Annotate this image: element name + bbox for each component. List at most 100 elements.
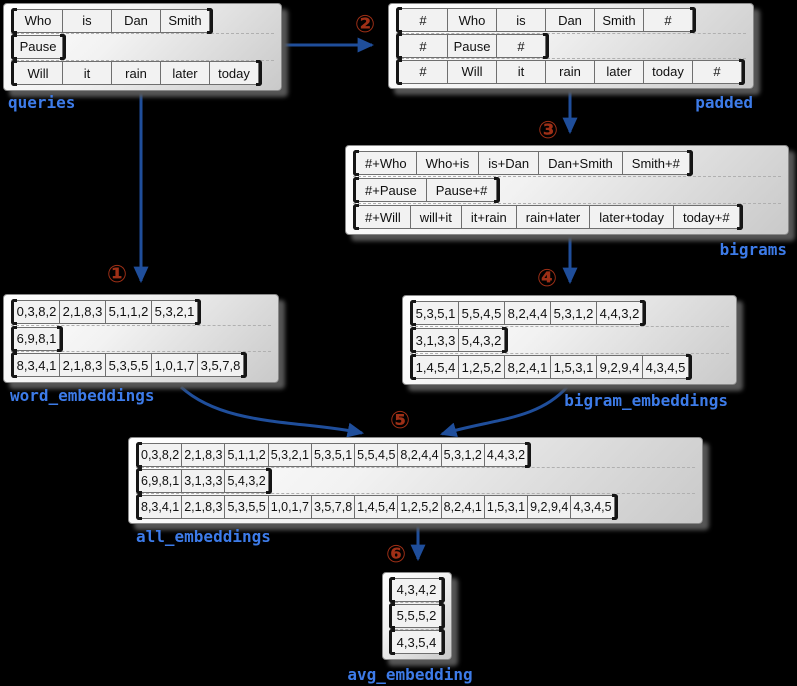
step-6-badge: ⑥	[385, 540, 407, 568]
token-row: 4,3,5,4	[388, 629, 446, 656]
bracket-close-icon	[439, 629, 446, 656]
queries-label: queries	[8, 93, 76, 112]
token-cell: 5,5,4,5	[354, 442, 399, 467]
token-cell: Pause	[447, 34, 497, 58]
token-cell: 8,2,4,1	[504, 355, 551, 379]
token-cell: 2,1,8,3	[59, 299, 106, 324]
bracket-close-icon	[265, 467, 272, 494]
token-cell: 6,9,8,1	[13, 326, 60, 351]
token-cell: 5,3,5,5	[105, 353, 152, 378]
token-cell: 5,4,3,2	[224, 468, 269, 493]
token-cell: 1,2,5,2	[397, 494, 442, 519]
bracket-close-icon	[439, 576, 446, 603]
bracket-open-icon	[396, 33, 402, 60]
token-cell: 5,3,5,1	[310, 442, 356, 467]
bracket-close-icon	[494, 177, 501, 203]
token-cell: Smith+#	[621, 151, 690, 175]
token-cell: 5,3,5,5	[224, 494, 269, 519]
bracket-open-icon	[11, 60, 17, 87]
bracket-open-icon	[11, 352, 17, 379]
token-cell: rain+later	[515, 205, 591, 229]
step-4-badge: ④	[536, 264, 558, 292]
bracket-close-icon	[686, 150, 693, 176]
bracket-close-icon	[736, 204, 743, 230]
bracket-open-icon	[410, 327, 416, 353]
token-cell: 3,1,3,3	[412, 328, 459, 352]
token-cell: it+rain	[460, 205, 517, 229]
token-cell: 4,4,3,2	[483, 442, 529, 467]
token-cell: #+Pause	[355, 178, 427, 202]
bracket-close-icon	[543, 33, 549, 60]
token-cell: Pause+#	[425, 178, 498, 202]
token-cell: 1,2,5,2	[458, 355, 505, 379]
token-cell: 8,2,4,4	[504, 301, 551, 325]
bracket-close-icon	[256, 60, 262, 87]
bracket-close-icon	[195, 298, 201, 325]
token-cell: is+Dan	[478, 151, 540, 175]
token-cell: Will	[447, 59, 497, 84]
token-cell: 4,3,4,5	[570, 494, 615, 519]
bracket-close-icon	[241, 352, 247, 379]
token-cell: 4,3,4,2	[390, 577, 443, 602]
token-cell: 0,3,8,2	[13, 299, 60, 324]
bracket-open-icon	[136, 467, 142, 494]
bracket-close-icon	[207, 7, 213, 34]
bracket-open-icon	[388, 576, 395, 603]
token-cell: 3,5,7,8	[197, 353, 244, 378]
token-cell: 5,3,5,1	[412, 301, 459, 325]
bracket-open-icon	[410, 300, 416, 326]
step-5-badge: ⑤	[389, 406, 411, 434]
bracket-close-icon	[640, 300, 646, 326]
bracket-open-icon	[11, 325, 17, 352]
token-cell: #	[643, 8, 693, 33]
token-cell: rain	[111, 61, 161, 86]
token-cell: Smith	[160, 8, 210, 33]
all-embeddings-label: all_embeddings	[136, 527, 271, 546]
token-cell: 9,2,9,4	[596, 355, 643, 379]
token-cell: later	[594, 59, 644, 84]
bracket-open-icon	[136, 493, 142, 520]
token-cell: 5,3,2,1	[151, 299, 198, 324]
token-cell: 3,5,7,8	[310, 494, 356, 519]
bracket-open-icon	[136, 441, 142, 468]
bracket-open-icon	[388, 603, 395, 629]
token-cell: will+it	[409, 205, 462, 229]
token-cell: #	[398, 59, 448, 84]
word-embeddings-label: word_embeddings	[10, 386, 155, 405]
token-cell: 1,5,3,1	[550, 355, 597, 379]
token-cell: today+#	[672, 205, 740, 229]
token-cell: Dan	[111, 8, 161, 33]
token-cell: Dan+Smith	[538, 151, 623, 175]
token-cell: 5,4,3,2	[458, 328, 505, 352]
step-3-badge: ③	[537, 116, 559, 144]
token-row: 6,9,8,1	[11, 325, 271, 353]
token-cell: #+Who	[355, 151, 417, 175]
token-cell: #	[398, 34, 448, 58]
token-row: 5,5,5,2	[388, 603, 446, 630]
avg-embedding-label: avg_embedding	[347, 665, 473, 684]
token-row: #Pause#	[396, 33, 746, 60]
bracket-close-icon	[690, 7, 696, 34]
bracket-open-icon	[410, 354, 416, 380]
token-cell: Who	[447, 8, 497, 33]
token-cell: 5,3,1,2	[440, 442, 485, 467]
token-cell: 9,2,9,4	[527, 494, 572, 519]
token-cell: 5,3,2,1	[267, 442, 312, 467]
token-cell: 8,3,4,1	[13, 353, 60, 378]
token-cell: later	[160, 61, 210, 86]
